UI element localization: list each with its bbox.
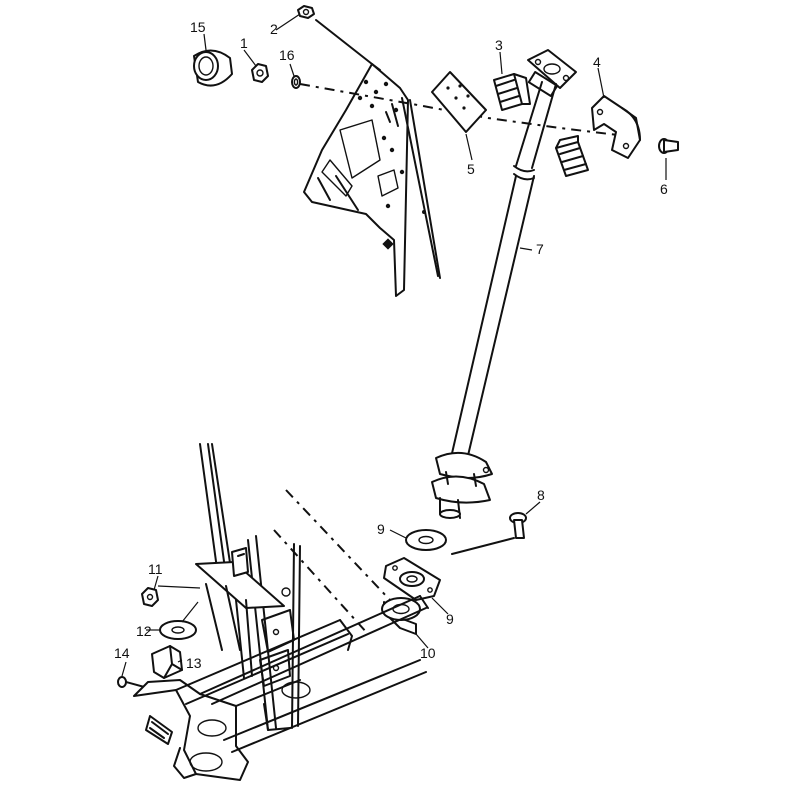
leader-8-to-flange [451,537,515,555]
chassis-frame [133,443,429,781]
steering-column-part-7 [431,49,577,519]
callout-10: 9 [446,611,454,627]
bolt-part-8 [509,512,527,539]
alignment-line-lower-b [273,529,369,635]
alignment-line-lower-a [285,489,391,601]
callout-5: 5 [467,161,475,177]
bolt-part-14 [117,676,149,689]
nut-part-1 [251,63,269,83]
leader-lines [121,13,667,677]
leader-2-to-bracket [315,19,373,65]
shim-plate-part-5 [431,71,487,133]
callout-6: 6 [660,181,668,197]
washer-part-9-lower [159,620,197,640]
bushing-lower-part-3 [555,135,589,177]
callout-2: 2 [270,21,278,37]
dash-panel-bracket [303,63,441,297]
callout-4: 4 [593,54,601,70]
callout-11: 10 [420,645,436,661]
callout-13: 13 [186,655,202,671]
callout-7: 7 [536,241,544,257]
callout-12: 11 [148,561,163,577]
bolt-part-6 [658,138,679,154]
nut-part-12 [141,587,159,607]
callout-14: 14 [114,645,130,661]
bushing-upper-part-3 [493,73,531,111]
callout-3: 3 [495,37,503,53]
flange-bearing-part-10 [383,557,441,601]
callout-9-upper: 9 [377,521,385,537]
lock-washer-part-16 [291,75,301,89]
callout-9-lower: 12 [136,623,152,639]
small-nut-part-2 [297,5,315,19]
callout-1: 1 [240,35,248,51]
alignment-line-upper [299,83,627,137]
callout-15: 15 [190,19,206,35]
washer-part-9-upper [405,529,447,551]
mounting-clamp-part-4 [591,95,641,159]
callout-16: 16 [279,47,295,63]
callout-8: 8 [537,487,545,503]
spacer-part-13 [151,645,183,679]
rubber-boot-part-15 [193,49,233,87]
callout-labels: 1 2 3 4 5 6 7 8 9 9 10 11 12 13 14 15 16 [114,19,668,671]
